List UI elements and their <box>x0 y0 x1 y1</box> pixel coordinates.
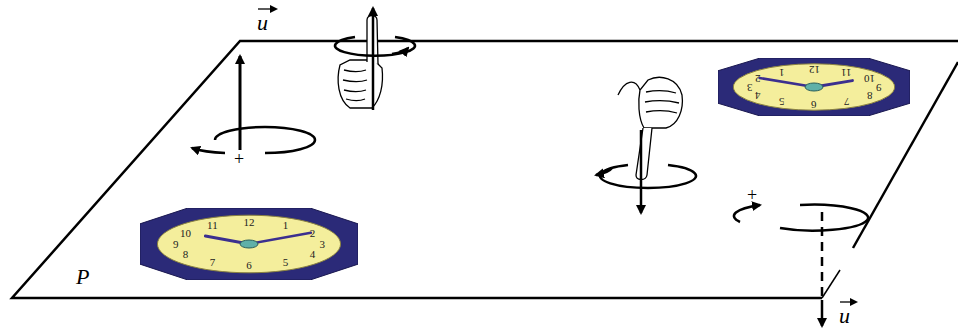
clock-number: 7 <box>210 257 216 268</box>
right-hand-up <box>335 8 415 110</box>
clock-number: 5 <box>283 257 289 268</box>
clock-number: 2 <box>755 73 761 84</box>
clock-number: 6 <box>246 260 252 271</box>
clock-number: 5 <box>779 96 785 107</box>
clock-number: 12 <box>809 64 820 75</box>
clock-number: 1 <box>283 220 289 231</box>
clock-number: 11 <box>841 67 852 78</box>
clock-face: 121234567891011 <box>140 208 358 280</box>
plane-name: P <box>76 266 89 288</box>
clock-number: 6 <box>811 99 817 110</box>
clock-number: 9 <box>173 239 179 250</box>
clock-number: 10 <box>864 73 875 84</box>
clock-number: 10 <box>180 228 191 239</box>
clock-face: 121234567891011 <box>718 58 910 116</box>
clock-number: 7 <box>844 96 850 107</box>
clock-number: 8 <box>183 249 189 260</box>
sign-label: + <box>747 186 757 204</box>
sign-label: + <box>234 150 244 168</box>
vector-down <box>734 205 868 326</box>
clock-number: 8 <box>867 90 873 101</box>
clock-number: 11 <box>207 220 218 231</box>
vector-name: u <box>257 12 268 34</box>
clock-number: 4 <box>310 249 316 260</box>
clock-number: 4 <box>755 90 761 101</box>
vector-up <box>192 9 315 153</box>
clock-number: 3 <box>319 239 325 250</box>
clock-number: 12 <box>244 217 255 228</box>
plane <box>12 41 958 298</box>
clock-number: 9 <box>876 82 882 93</box>
clock-number: 1 <box>779 67 785 78</box>
clock-number: 3 <box>747 82 753 93</box>
clock-number: 2 <box>310 228 316 239</box>
vector-name: u <box>839 305 850 327</box>
right-hand-down <box>596 77 696 213</box>
